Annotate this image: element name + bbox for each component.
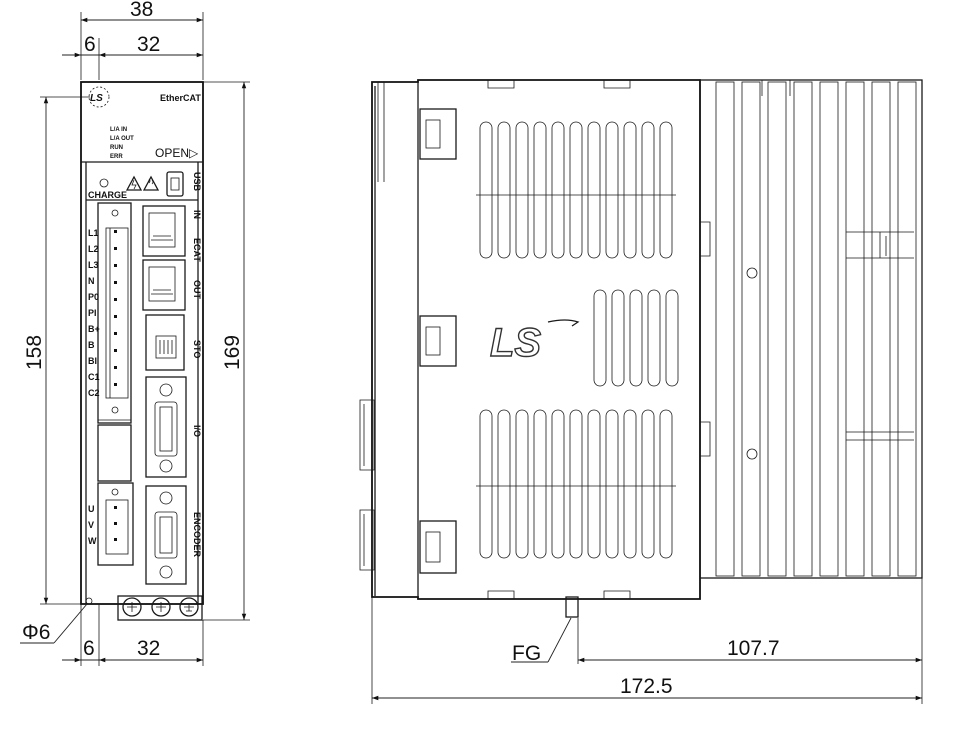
dim-heatsink-depth: 107.7 bbox=[577, 578, 923, 664]
dim-top-offsets: 6 32 bbox=[62, 33, 203, 80]
side-logo-text: LS bbox=[490, 321, 541, 365]
side-body-outline bbox=[371, 79, 701, 600]
terminal-n: N bbox=[88, 276, 95, 286]
ground-screw-icon bbox=[117, 595, 203, 621]
front-body-outline bbox=[80, 81, 204, 605]
dim-hole-diameter: Φ6 bbox=[20, 597, 93, 644]
side-clip-middle bbox=[419, 315, 457, 367]
terminal-l1: L1 bbox=[88, 228, 99, 238]
dim-text-32-bottom: 32 bbox=[137, 637, 160, 660]
side-ls-logo: LS bbox=[489, 319, 580, 366]
ecat-in-port bbox=[142, 205, 186, 257]
terminal-p0: P0 bbox=[88, 292, 99, 302]
power-terminal-pins bbox=[105, 227, 129, 399]
heatsink bbox=[699, 79, 923, 579]
dim-overall-height: 169 bbox=[203, 81, 250, 621]
rj45-port-icon bbox=[148, 266, 176, 302]
io-label: I/O bbox=[192, 425, 202, 437]
dim-text-169: 169 bbox=[221, 335, 244, 370]
terminal-u: U bbox=[88, 504, 95, 514]
high-voltage-warning-icon bbox=[125, 175, 143, 191]
ecat-label: ECAT bbox=[192, 238, 202, 262]
sto-connector bbox=[145, 314, 185, 371]
sto-label: STO bbox=[192, 340, 202, 358]
io-connector bbox=[145, 376, 187, 478]
terminal-c1: C1 bbox=[88, 372, 100, 382]
front-view: 38 6 32 158 169 bbox=[20, 0, 250, 666]
dim-text-6-top: 6 bbox=[84, 33, 96, 56]
open-label: OPEN▷ bbox=[155, 146, 199, 160]
ecat-out-label: OUT bbox=[192, 280, 202, 300]
dim-text-6-bottom: 6 bbox=[83, 637, 95, 660]
encoder-label: ENCODER bbox=[192, 512, 202, 558]
dim-text-158: 158 bbox=[23, 335, 46, 370]
terminal-b-plus: B+ bbox=[88, 324, 100, 334]
side-clip-top bbox=[419, 108, 457, 160]
terminal-w: W bbox=[88, 536, 97, 546]
usb-label: USB bbox=[192, 172, 202, 192]
terminal-l3: L3 bbox=[88, 260, 99, 270]
terminal-bi: BI bbox=[88, 356, 97, 366]
dim-overall-depth: 172.5 bbox=[371, 597, 923, 704]
fg-terminal: FG bbox=[511, 596, 579, 665]
dim-bottom-offsets: 6 32 bbox=[62, 604, 204, 666]
charge-led-icon bbox=[99, 178, 109, 188]
led-label-la-in: L/A IN bbox=[110, 127, 127, 133]
ecat-in-label: IN bbox=[192, 210, 202, 219]
side-front-panel-details bbox=[359, 82, 385, 571]
dim-overall-width: 38 bbox=[80, 0, 204, 80]
led-label-err: ERR bbox=[110, 154, 123, 160]
rj45-port-icon bbox=[148, 212, 176, 248]
side-vents-upper bbox=[476, 121, 676, 259]
side-vents-lower bbox=[476, 409, 676, 559]
usb-port-icon bbox=[166, 171, 184, 197]
led-label-la-out: L/A OUT bbox=[110, 136, 134, 142]
dim-text-fg: FG bbox=[512, 642, 541, 665]
terminal-b: B bbox=[88, 340, 95, 350]
terminal-v: V bbox=[88, 520, 94, 530]
side-vents-middle bbox=[593, 289, 679, 387]
power-terminal-block: L1 L2 L3 N P0 PI B+ B BI C1 C2 bbox=[88, 202, 132, 424]
terminal-c2: C2 bbox=[88, 388, 100, 398]
front-brand-logo: LS bbox=[90, 93, 103, 104]
dim-inner-height: 158 bbox=[23, 96, 90, 605]
front-top-panel: LS EtherCAT L/A IN L/A OUT RUN ERR OPEN▷ bbox=[88, 86, 201, 160]
side-clip-bottom bbox=[419, 520, 457, 574]
terminal-l2: L2 bbox=[88, 244, 99, 254]
dim-text-172-5: 172.5 bbox=[620, 675, 673, 698]
ecat-out-port bbox=[142, 259, 186, 311]
encoder-connector bbox=[145, 485, 187, 585]
led-label-run: RUN bbox=[110, 145, 123, 151]
front-charge-row: CHARGE USB bbox=[86, 171, 202, 201]
side-view: LS FG bbox=[359, 79, 923, 704]
dim-text-32-top: 32 bbox=[137, 33, 160, 56]
hot-surface-warning-icon bbox=[142, 175, 160, 191]
dim-text-107-7: 107.7 bbox=[727, 637, 780, 660]
ethercat-logo: EtherCAT bbox=[160, 93, 201, 103]
motor-terminal-block: U V W bbox=[88, 482, 134, 566]
dim-text-phi6: Φ6 bbox=[22, 621, 50, 644]
charge-label: CHARGE bbox=[88, 190, 127, 200]
terminal-spacer bbox=[97, 424, 132, 482]
terminal-pi: PI bbox=[88, 308, 97, 318]
dim-text-38: 38 bbox=[130, 0, 153, 21]
